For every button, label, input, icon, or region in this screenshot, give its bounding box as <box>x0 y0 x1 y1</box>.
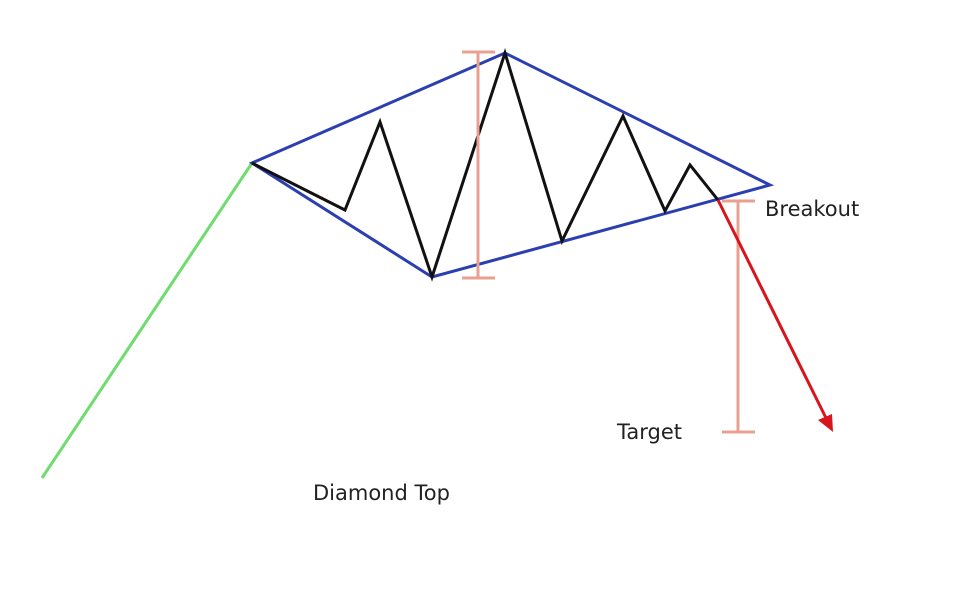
pattern-height-measure <box>462 50 495 280</box>
arrowhead-icon <box>818 414 833 432</box>
diamond-outline <box>248 51 775 279</box>
diagram-title: Diamond Top <box>313 481 450 505</box>
breakout-label: Breakout <box>765 197 860 221</box>
target-label: Target <box>617 420 682 444</box>
uptrend-line <box>40 162 254 479</box>
breakdown-arrow-line <box>716 199 828 419</box>
target-measure <box>722 199 755 434</box>
price-zigzag <box>251 48 720 282</box>
